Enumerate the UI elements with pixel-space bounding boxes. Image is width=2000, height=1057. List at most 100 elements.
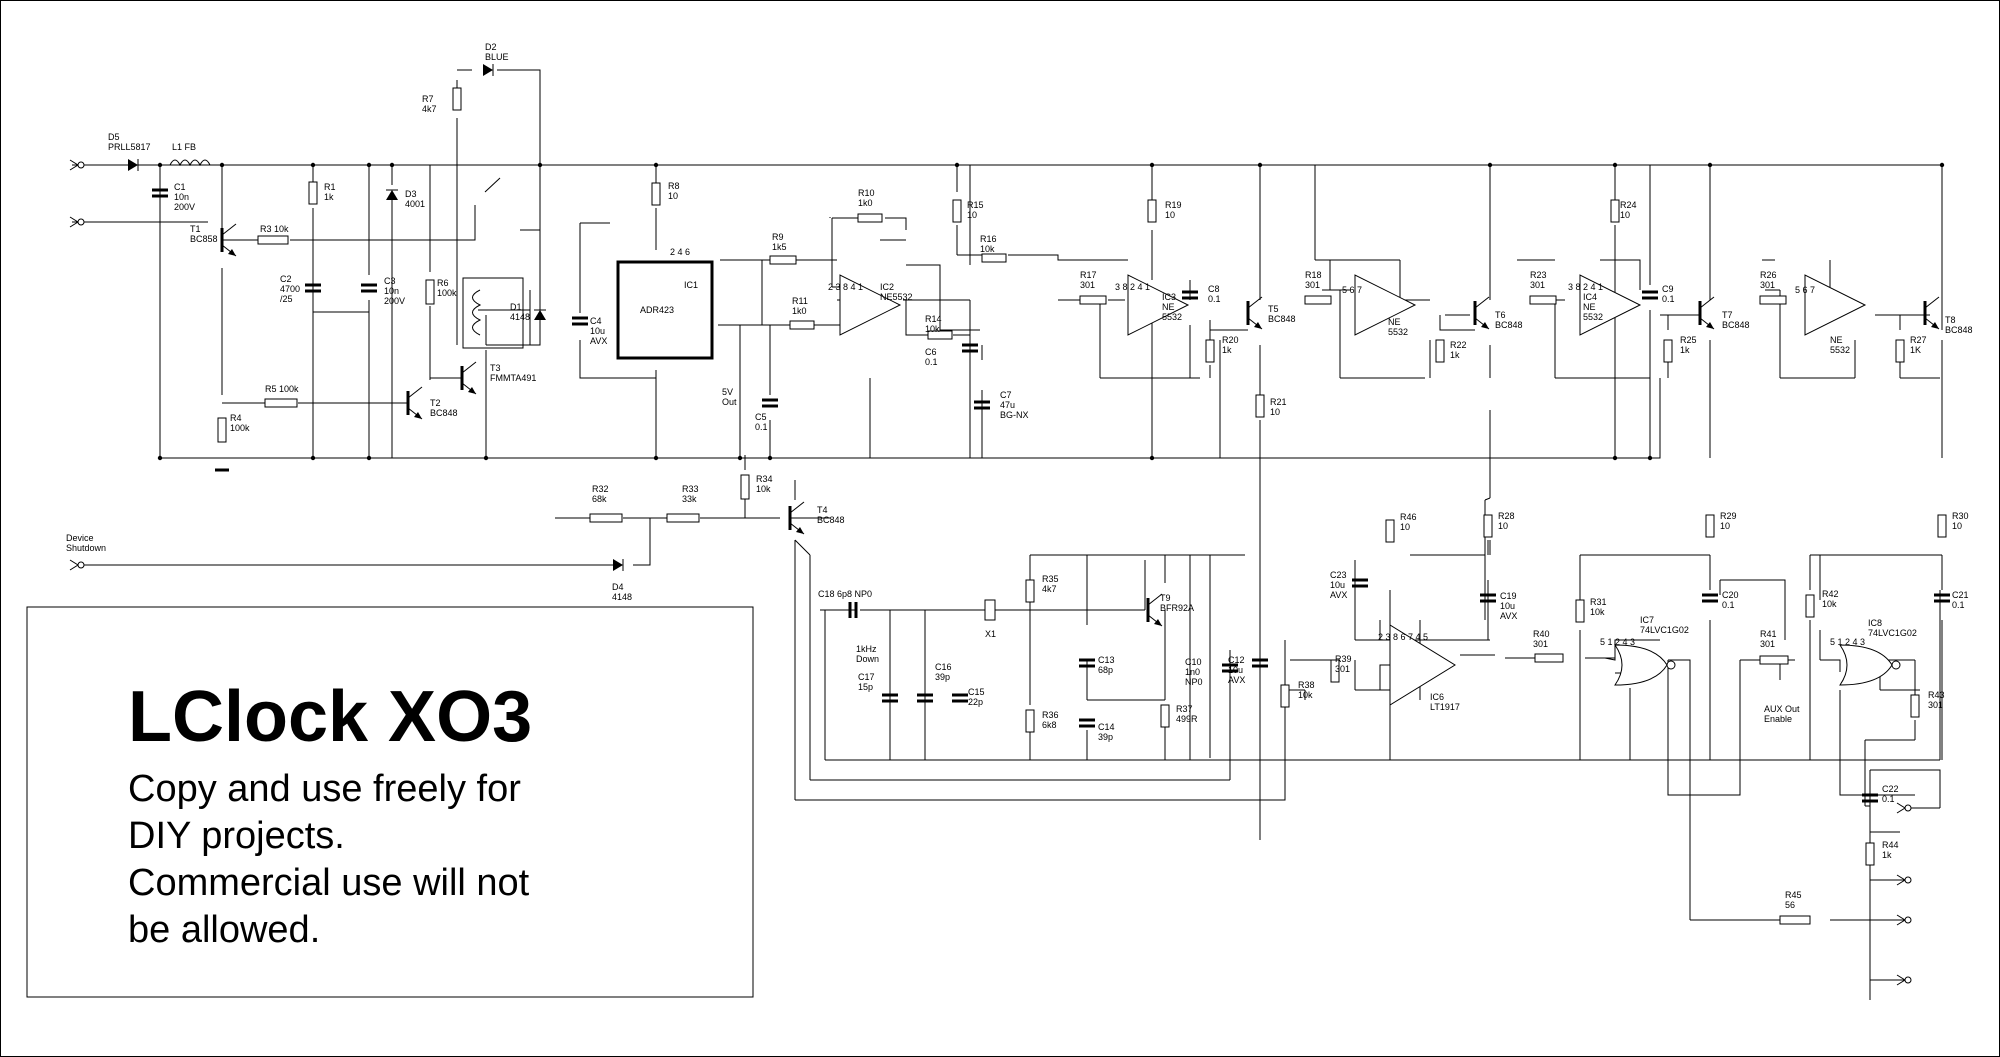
relay-body: [462, 277, 524, 349]
transistor-T8: [1923, 296, 1940, 330]
res-R3: [257, 235, 289, 245]
wire-50: [885, 217, 907, 230]
wire-55: [903, 299, 928, 336]
res-R34: [740, 474, 750, 500]
cap-C9: [1642, 290, 1658, 300]
ic-IC3B: [1354, 274, 1417, 336]
junction: [366, 162, 372, 168]
wire-63: [1008, 254, 1128, 261]
pins-IC2: 2 3 8 4 1: [828, 282, 863, 292]
res-R22: [1435, 339, 1445, 363]
wire-2: [159, 165, 1661, 459]
ic-IC3: [1127, 274, 1190, 336]
ic-IC1: [616, 260, 714, 360]
res-R6: [425, 279, 435, 305]
cap-C23: [1352, 578, 1368, 588]
res-R32: [589, 513, 623, 523]
junction: [366, 455, 372, 461]
res-R8: [651, 182, 661, 206]
cap-C7: [974, 400, 990, 410]
res-R31: [1575, 599, 1585, 623]
res-R15: [952, 199, 962, 223]
pins-IC3B: 5 6 7: [1342, 285, 1362, 295]
notice-line-3: Commercial use will not: [128, 862, 530, 904]
output-terminal-4: [1896, 974, 1912, 986]
cap-C3: [361, 283, 377, 293]
wire-6: [290, 205, 476, 241]
label-C18: C18 6p8 NP0: [818, 589, 872, 599]
cap-C6: [962, 343, 978, 353]
cap-C12: [1252, 658, 1268, 668]
ic-IC4B: [1804, 274, 1867, 336]
junction: [1612, 162, 1618, 168]
res-R26: [1759, 295, 1787, 305]
led-D2: [483, 64, 494, 76]
diode-D4: [613, 559, 624, 571]
ic-IC2: [839, 274, 902, 336]
res-R7: [452, 87, 462, 111]
transistor-T6: [1473, 296, 1490, 330]
wire-34: [579, 340, 656, 379]
relay-switch: [484, 177, 501, 193]
junction: [219, 162, 225, 168]
cap-C18: [848, 602, 858, 618]
pins-IC8: 5 1 2 4 3: [1830, 637, 1865, 647]
cap-C1: [152, 188, 168, 198]
transistor-T5: [1246, 296, 1263, 330]
label-IC1: IC1: [684, 280, 698, 290]
cap-C5: [762, 398, 778, 408]
wire-25: [486, 165, 541, 346]
ic-IC4: [1579, 274, 1642, 336]
cap-C4: [572, 316, 588, 326]
transistor-T2: [406, 386, 423, 420]
cap-C16: [917, 693, 933, 703]
diode-D3: [386, 189, 398, 200]
transistor-T3: [460, 361, 477, 395]
wires: [72, 69, 1943, 1000]
title: LClock XO3: [128, 677, 532, 757]
junction: [1707, 162, 1713, 168]
crystal-X1: [984, 599, 996, 621]
res-R4: [217, 417, 227, 443]
junction: [1612, 455, 1618, 461]
ic-IC8: [1839, 644, 1901, 686]
diode-D5: [128, 159, 139, 171]
cap-C15: [952, 693, 968, 703]
label-IC1_part: ADR423: [640, 305, 674, 315]
res-R44: [1865, 842, 1875, 866]
